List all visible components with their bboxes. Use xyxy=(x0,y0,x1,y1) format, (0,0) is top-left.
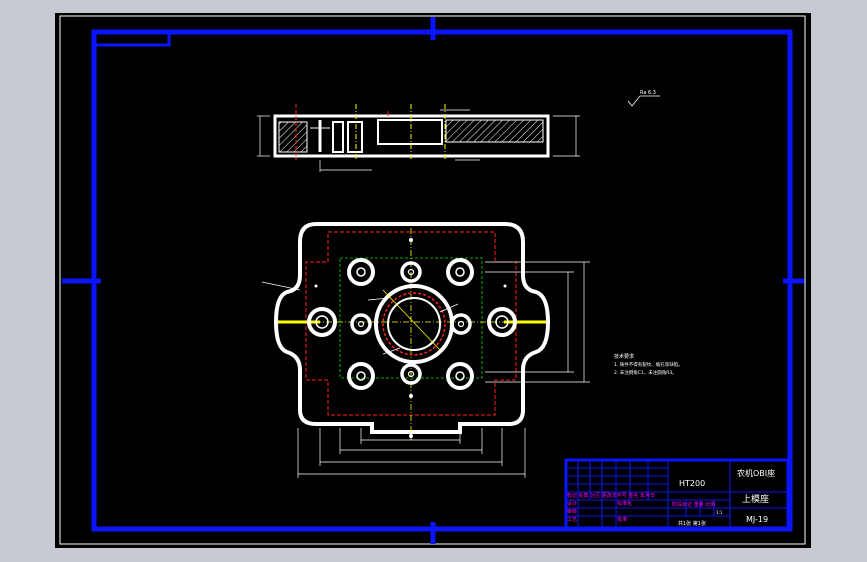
project-name: 农机OBI座 xyxy=(737,468,775,478)
stage-labels: 阶段标记 重量 比例 xyxy=(672,501,715,508)
scale-value: 1:1 xyxy=(716,510,723,515)
standard-label: 标准化 xyxy=(617,500,632,507)
material-text: HT200 xyxy=(679,479,705,488)
designer-label: 设计 xyxy=(567,500,577,507)
title-block: 标记 处数 分区 更改文件号 签名 年月日 设计 标准化 审核 工艺 批准 阶段… xyxy=(564,458,790,530)
roughness-label: Ra 6.3 xyxy=(640,90,656,96)
approve-label: 批准 xyxy=(617,516,627,523)
title-grid-row-labels: 标记 处数 分区 更改文件号 签名 年月日 xyxy=(567,492,655,499)
drawing-frame xyxy=(62,17,804,544)
tech-req-title: 技术要求 xyxy=(614,353,634,360)
roughness-symbol: Ra 6.3 xyxy=(627,90,660,107)
tech-req-line-1: 1. 铸件不得有裂纹、缩孔等缺陷。 xyxy=(614,361,683,368)
drawing-number: MJ-19 xyxy=(746,515,768,524)
plan-dimensions xyxy=(297,261,590,478)
tech-req-line-2: 2. 未注倒角C1，未注圆角R3。 xyxy=(614,369,677,376)
section-view xyxy=(257,104,580,172)
review-label: 审核 xyxy=(567,508,577,515)
part-name: 上模座 xyxy=(742,493,769,505)
process-label: 工艺 xyxy=(567,517,577,523)
sheet-count: 共1张 第1张 xyxy=(678,520,706,527)
technical-requirements: 技术要求 1. 铸件不得有裂纹、缩孔等缺陷。 2. 未注倒角C1，未注圆角R3。 xyxy=(614,353,683,376)
